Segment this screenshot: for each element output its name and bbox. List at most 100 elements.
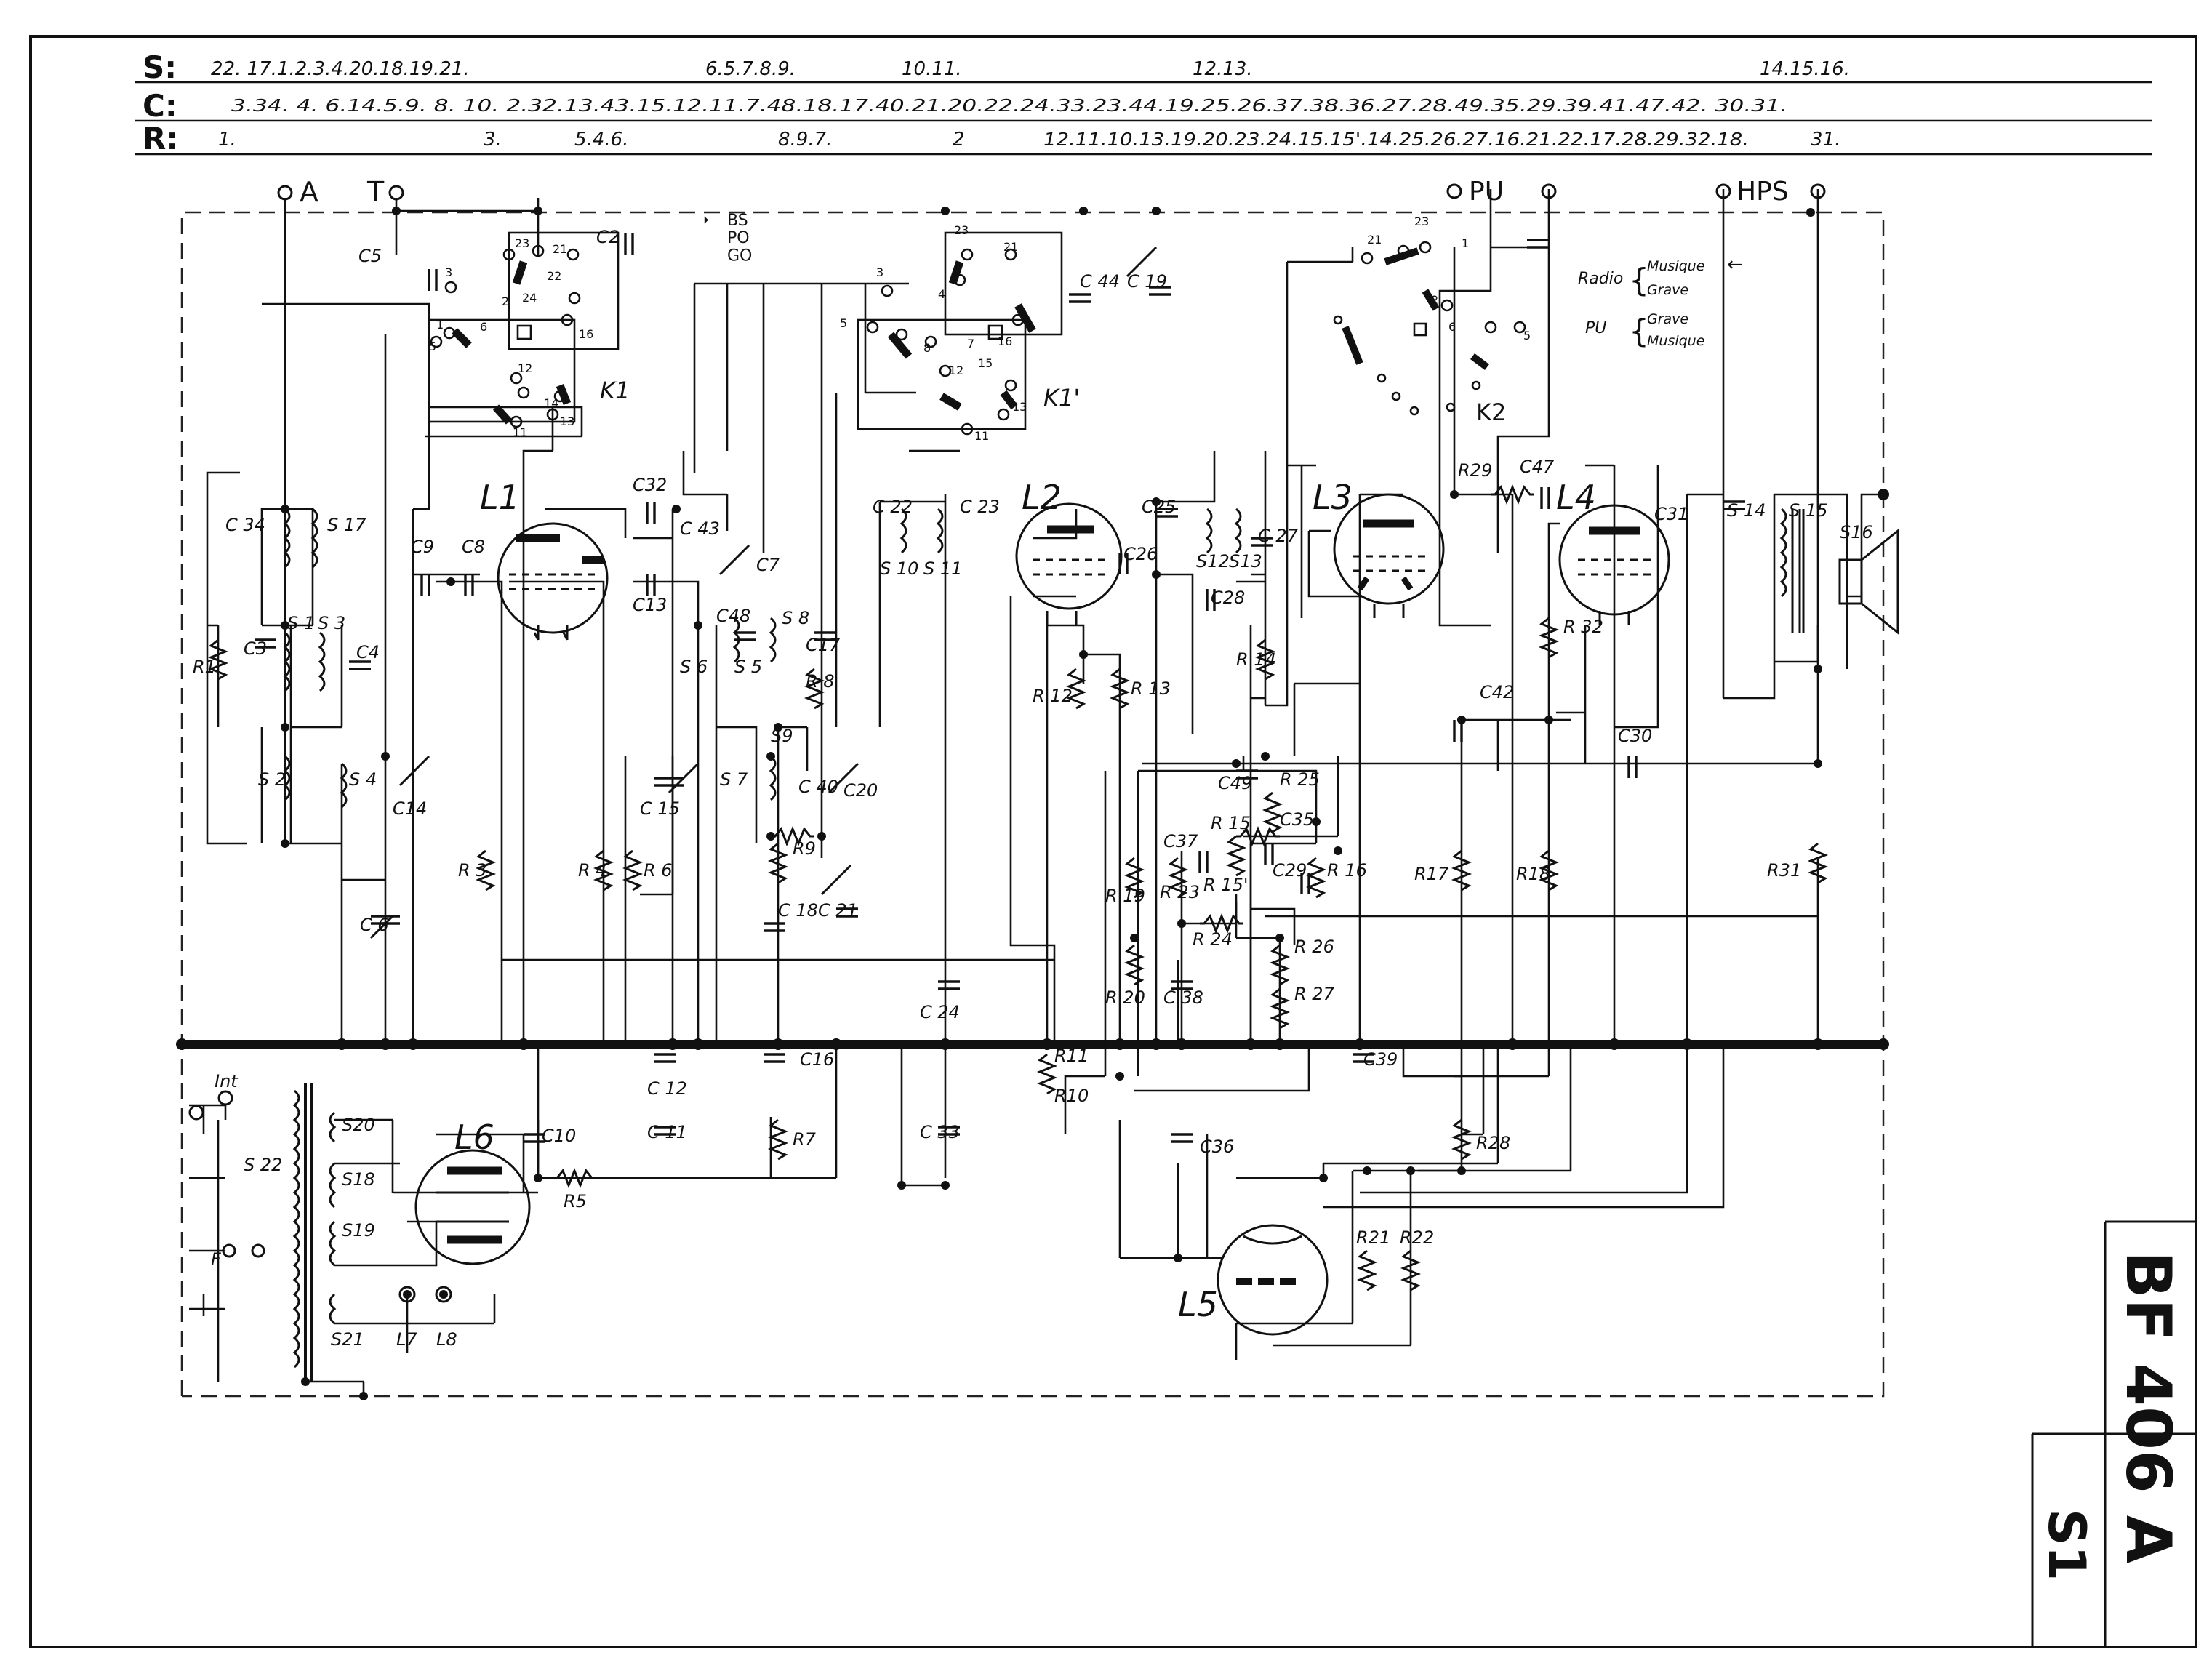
label-r1: R1 — [193, 657, 216, 677]
label-l7: L7 — [396, 1329, 417, 1350]
svg-text:13: 13 — [1012, 400, 1027, 414]
svg-text:23: 23 — [1414, 215, 1429, 228]
label-c8: C8 — [462, 537, 485, 557]
svg-text:21: 21 — [1367, 233, 1382, 247]
label-s2: S 2 — [258, 769, 286, 790]
svg-text:5: 5 — [429, 340, 436, 353]
label-c31: C31 — [1654, 504, 1688, 524]
label-c42: C42 — [1480, 682, 1514, 702]
label-c49: C49 — [1218, 773, 1252, 793]
label-s16: S16 — [1840, 522, 1873, 542]
label-c6: C 6 — [360, 915, 389, 935]
label-r21: R21 — [1356, 1227, 1390, 1248]
svg-text:22: 22 — [547, 269, 561, 283]
tube-label-l4: L4 — [1556, 478, 1596, 517]
header-cell: 3. — [484, 129, 502, 151]
terminal-circles — [188, 183, 1826, 1303]
label-c47: C47 — [1520, 457, 1555, 477]
label-c35: C35 — [1280, 809, 1314, 830]
label-s19: S19 — [342, 1220, 375, 1241]
tube-l2 — [1015, 502, 1123, 625]
coil-group-left — [283, 508, 1805, 809]
tube-l5 — [1217, 1224, 1329, 1336]
label-c44: C 44 — [1080, 271, 1120, 292]
switch-contact-numbers-k1: 3 2 24 21 22 23 6 5 1 12 14 11 13 16 — [429, 236, 593, 439]
label-r14: R 14 — [1236, 649, 1276, 670]
label-r16: R 16 — [1327, 860, 1367, 881]
label-c3: C3 — [244, 638, 267, 659]
label-s7: S 7 — [720, 769, 748, 790]
label-c27: C 27 — [1258, 526, 1299, 546]
label-r22: R22 — [1400, 1227, 1434, 1248]
legend-musique: Musique — [1647, 258, 1704, 274]
tube-label-l6: L6 — [454, 1118, 494, 1157]
svg-text:3: 3 — [876, 265, 883, 279]
tube-label-l5: L5 — [1178, 1285, 1218, 1324]
label-c4: C4 — [356, 642, 380, 662]
label-r23: R 23 — [1160, 882, 1200, 902]
svg-text:1: 1 — [436, 318, 444, 332]
svg-text:7: 7 — [967, 337, 974, 350]
svg-text:23: 23 — [515, 236, 529, 250]
label-r26: R 26 — [1294, 937, 1334, 957]
svg-text:11: 11 — [974, 429, 989, 443]
header-cell: 22. 17.1.2.3.4.20.18.19.21. — [211, 58, 470, 80]
switch-label-k2: K2 — [1476, 398, 1506, 426]
svg-text:13: 13 — [560, 414, 574, 428]
legend-pu: PU — [1585, 319, 1606, 337]
header-row-s: S: 22. 17.1.2.3.4.20.18.19.21. 6.5.7.8.9… — [143, 49, 1850, 85]
header-cell: 5.4.6. — [574, 129, 628, 151]
outer-frame — [29, 35, 2197, 1648]
label-c19: C 19 — [1127, 271, 1167, 292]
label-c37: C37 — [1163, 831, 1198, 851]
label-s6: S 6 — [680, 657, 708, 677]
title-block: BF 406 A S1 — [2037, 1251, 2184, 1581]
label-r3: R 3 — [458, 860, 487, 881]
label-c24: C 24 — [920, 1002, 960, 1022]
label-s21: S21 — [331, 1329, 364, 1350]
svg-text:21: 21 — [1003, 240, 1018, 254]
legend-musique: Musique — [1647, 333, 1704, 349]
switch-label-k1-prime: K1' — [1043, 384, 1080, 412]
legend-radio: Radio — [1578, 270, 1623, 288]
label-c21: C 21 — [818, 900, 858, 921]
tube-l6 — [414, 1149, 531, 1265]
svg-text:8: 8 — [923, 341, 931, 355]
label-f: F — [211, 1249, 222, 1270]
tube-l3 — [1333, 493, 1445, 618]
label-r28: R28 — [1476, 1133, 1510, 1153]
switch-contact-numbers-k1-prime: 3 23 21 4 5 8 7 6 12 15 16 13 11 — [840, 223, 1027, 443]
label-c36: C36 — [1200, 1137, 1234, 1157]
junction-dots — [176, 207, 1889, 1400]
power-transformer — [292, 1083, 337, 1382]
legend-brace-icon: { — [1629, 262, 1649, 299]
label-c48: C48 — [716, 606, 750, 626]
label-s12: S12 — [1196, 551, 1230, 572]
svg-text:2: 2 — [1431, 293, 1438, 307]
svg-text:4: 4 — [938, 287, 945, 301]
terminal-a-label: A — [300, 176, 318, 208]
tube-l4 — [1558, 504, 1670, 625]
header-cell: 31. — [1811, 129, 1840, 151]
label-s9: S9 — [771, 726, 793, 746]
label-r10: R10 — [1054, 1086, 1089, 1106]
tube-label-l2: L2 — [1022, 478, 1062, 517]
label-r32: R 32 — [1563, 617, 1603, 637]
label-s5: S 5 — [734, 657, 762, 677]
label-c38: C 38 — [1163, 987, 1203, 1008]
label-s13: S13 — [1229, 551, 1262, 572]
label-r24: R 24 — [1193, 929, 1233, 950]
label-r11: R11 — [1054, 1046, 1089, 1066]
label-c25: C25 — [1142, 497, 1176, 517]
svg-text:6: 6 — [480, 320, 487, 334]
label-c23: C 23 — [960, 497, 1000, 517]
circuit-wiring — [189, 189, 1883, 1396]
label-c20: C20 — [843, 780, 878, 801]
label-s8: S 8 — [782, 608, 809, 628]
svg-text:24: 24 — [522, 291, 537, 305]
switch-wafer-k1-prime — [857, 231, 1063, 436]
svg-text:15: 15 — [978, 356, 993, 370]
svg-text:21: 21 — [553, 242, 567, 256]
label-c33: C 33 — [920, 1122, 960, 1142]
